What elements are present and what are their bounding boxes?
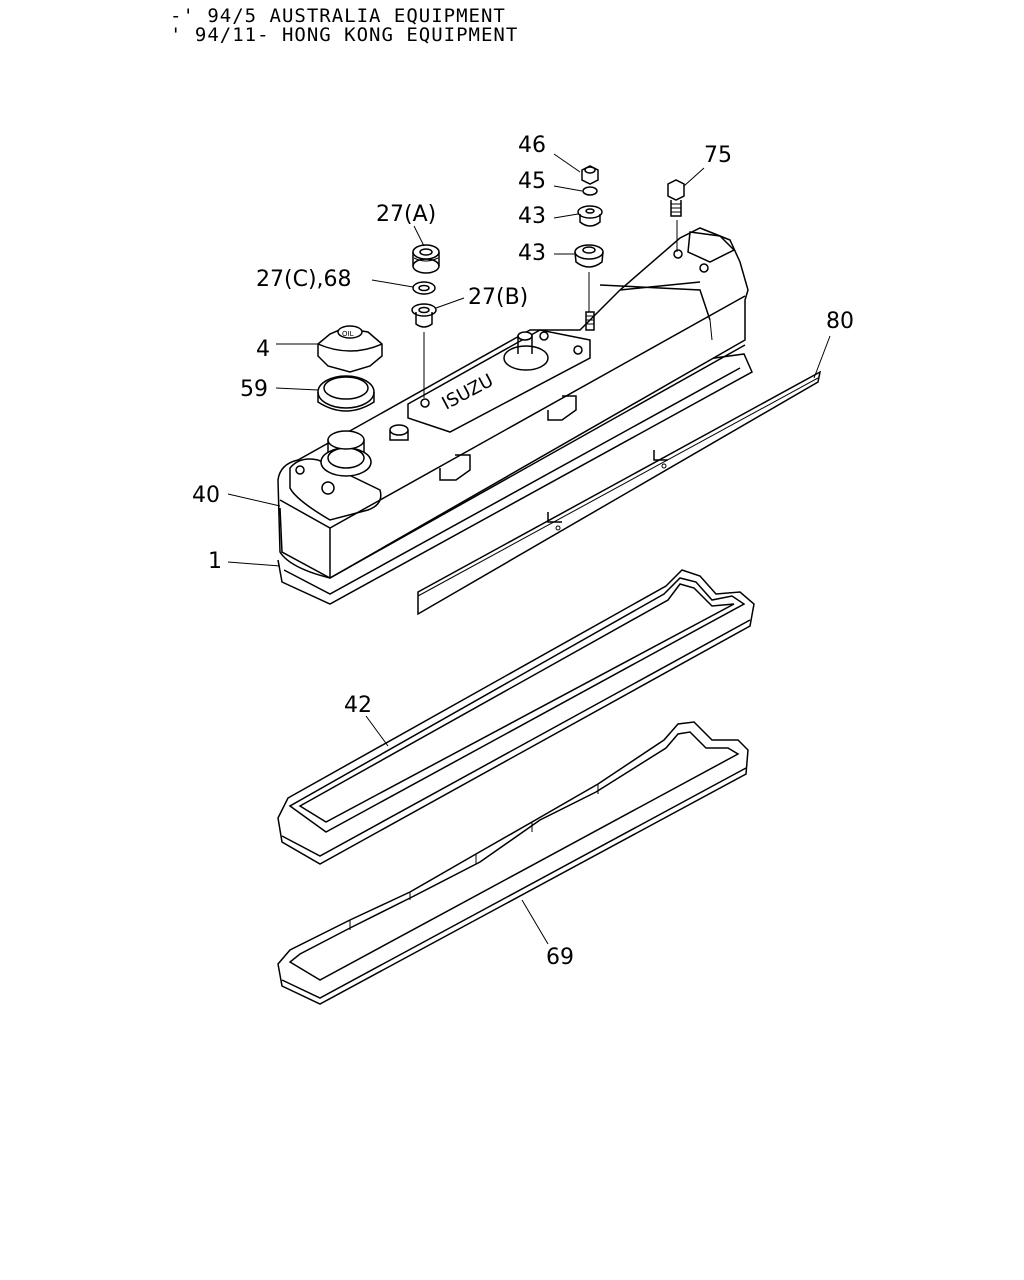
baffle-plate-part-80: [417, 370, 822, 616]
callout-45: 45: [518, 169, 546, 194]
oil-filler-cap-part-4: OIL: [317, 325, 383, 373]
callout-40: 40: [192, 483, 220, 508]
grommet-part-27a: [412, 244, 440, 274]
callout-27b: 27(B): [468, 285, 528, 310]
cover-gasket-part-1: [277, 353, 753, 605]
callout-43-upper: 43: [518, 204, 546, 229]
bushing-part-27b: [411, 303, 437, 328]
callout-4: 4: [256, 337, 270, 362]
callout-1: 1: [208, 549, 222, 574]
callout-27a: 27(A): [376, 202, 436, 227]
head-gasket-part-42: [277, 569, 755, 865]
rubber-part-43-lower: [574, 244, 604, 268]
callout-75: 75: [704, 143, 732, 168]
rocker-cover-part-40: ISUZU: [277, 227, 749, 579]
cover-gasket-part-69: [277, 721, 749, 1005]
washer-part-45: [582, 186, 598, 196]
rubber-part-43-upper: [577, 205, 603, 227]
callout-46: 46: [518, 133, 546, 158]
callout-43-lower: 43: [518, 241, 546, 266]
oil-cap-seal-part-59: [317, 375, 375, 412]
callout-69: 69: [546, 945, 574, 970]
svg-text:OIL: OIL: [342, 330, 354, 338]
callout-80: 80: [826, 309, 854, 334]
washer-part-27c-68: [412, 281, 436, 295]
bolt-part-75: [667, 179, 685, 217]
callout-59: 59: [240, 377, 268, 402]
nut-part-46: [581, 165, 599, 185]
leader-lines: [227, 153, 831, 945]
equipment-note-line-1: -' 94/5 AUSTRALIA EQUIPMENT: [170, 5, 506, 27]
callout-27c-68: 27(C),68: [256, 267, 352, 292]
equipment-note-line-2: ' 94/11- HONG KONG EQUIPMENT: [170, 24, 519, 46]
callout-42: 42: [344, 693, 372, 718]
